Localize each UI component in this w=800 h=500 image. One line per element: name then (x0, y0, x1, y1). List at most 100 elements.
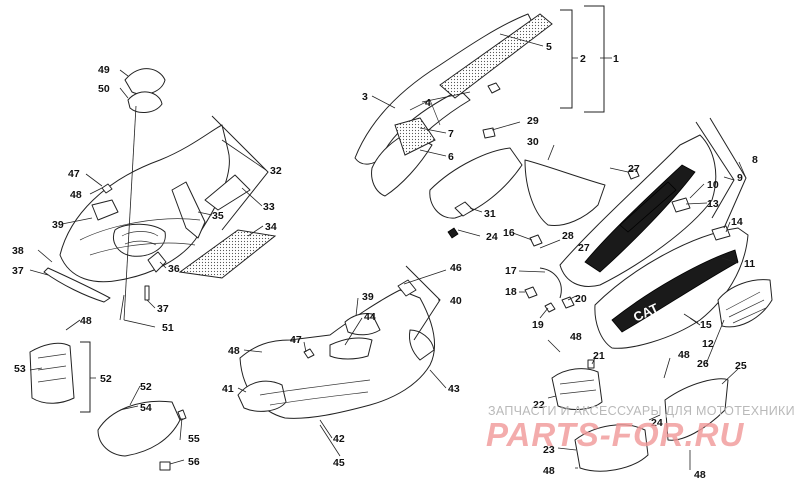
callout-1: 1 (613, 53, 619, 65)
callout-48f: 48 (543, 465, 555, 477)
wiring-17 (539, 267, 562, 299)
decal-12 (611, 249, 739, 333)
callout-48g: 48 (694, 469, 706, 481)
callout-34: 34 (265, 221, 277, 233)
vent-13 (671, 197, 691, 213)
bracket-46 (397, 279, 417, 297)
lower-lip-38 (43, 267, 111, 303)
callout-47b: 47 (290, 334, 302, 346)
callout-52a: 52 (100, 373, 112, 385)
callout-43: 43 (448, 383, 460, 395)
callout-54: 54 (140, 402, 152, 414)
callout-27b: 27 (578, 242, 590, 254)
belly-pan-group (237, 279, 436, 419)
shield-53 (29, 342, 75, 404)
callout-2: 2 (580, 53, 586, 65)
clip-47 (101, 183, 113, 194)
connector-18 (524, 286, 538, 299)
callout-53: 53 (14, 363, 26, 375)
fasteners-group (447, 227, 575, 313)
fastener-37 (144, 285, 150, 301)
callout-15: 15 (700, 319, 712, 331)
fender-41 (237, 380, 287, 412)
watermark-logo: PARTS-FOR.RU (486, 416, 744, 453)
callout-13: 13 (707, 198, 719, 210)
side-panel-group: CAT (559, 134, 773, 349)
clip-4 (487, 82, 501, 94)
callout-21: 21 (593, 350, 605, 362)
callout-44: 44 (364, 311, 376, 323)
side-panel-3 (354, 13, 533, 165)
callout-48d: 48 (570, 331, 582, 343)
watermark: ЗАПЧАСТИ И АКСЕССУАРЫ ДЛЯ МОТОТЕХНИКИ PA… (486, 404, 795, 453)
callout-48c: 48 (228, 345, 240, 357)
rivet-24a (447, 227, 459, 239)
steering-cover-group (43, 68, 277, 303)
callout-42: 42 (333, 433, 345, 445)
lower-left-group (29, 342, 187, 471)
enclosure-group (429, 127, 606, 227)
decal-stripe-10 (619, 181, 677, 233)
clip-16 (529, 234, 543, 247)
callout-11: 11 (744, 258, 755, 270)
callout-48e: 48 (678, 349, 690, 361)
callout-30: 30 (527, 136, 539, 148)
callout-45: 45 (333, 457, 345, 469)
callout-48b: 48 (80, 315, 92, 327)
callout-6: 6 (448, 151, 454, 163)
callout-29: 29 (527, 115, 539, 127)
windshield-strip-5 (439, 13, 553, 99)
callout-7: 7 (448, 128, 454, 140)
guard-25 (664, 378, 729, 441)
leader-lines (29, 33, 747, 470)
callout-14: 14 (731, 216, 743, 228)
callout-37a: 37 (12, 265, 24, 277)
lever-48 (91, 199, 119, 221)
callout-32: 32 (270, 165, 282, 177)
trim-39 (344, 313, 381, 336)
connector-20 (561, 296, 575, 309)
deflector-insert-7 (394, 117, 436, 156)
callout-3: 3 (362, 91, 368, 103)
clip-29 (482, 127, 496, 139)
callout-12: 12 (702, 338, 714, 350)
callout-36: 36 (168, 263, 180, 275)
callout-26: 26 (697, 358, 709, 370)
callout-5: 5 (546, 41, 552, 53)
clip-47b (303, 348, 315, 359)
guard-23 (574, 424, 649, 472)
callout-56: 56 (188, 456, 200, 468)
mount-31 (454, 201, 474, 217)
vent-14 (711, 225, 731, 241)
group-brackets (80, 5, 747, 413)
callout-38: 38 (12, 245, 24, 257)
panel-44 (329, 337, 373, 360)
side-panel-30 (429, 147, 523, 219)
screw-21 (587, 359, 595, 369)
callout-31: 31 (484, 208, 496, 220)
callout-39b: 39 (362, 291, 374, 303)
callout-37b: 37 (157, 303, 169, 315)
callout-18: 18 (505, 286, 517, 298)
callout-55: 55 (188, 433, 200, 445)
callout-labels: 1 2 3 4 5 6 7 8 9 10 11 12 13 14 15 16 1… (12, 41, 758, 481)
callout-41: 41 (222, 383, 234, 395)
center-pod (113, 223, 166, 257)
callout-24b: 24 (486, 231, 498, 243)
heel-plate-22 (551, 368, 603, 410)
callout-17: 17 (505, 265, 517, 277)
callout-33: 33 (263, 201, 275, 213)
gauge-bezel-50 (127, 91, 163, 113)
latch-27 (627, 168, 640, 180)
windshield-group (354, 13, 553, 197)
callout-25: 25 (735, 360, 747, 372)
callout-8: 8 (752, 154, 758, 166)
callout-19: 19 (532, 319, 544, 331)
gauge-bezel-49 (124, 68, 166, 95)
callout-51: 51 (162, 322, 174, 334)
callout-4: 4 (425, 97, 431, 109)
callout-20: 20 (575, 293, 587, 305)
tab-36 (147, 251, 167, 273)
watermark-line: ЗАПЧАСТИ И АКСЕССУАРЫ ДЛЯ МОТОТЕХНИКИ (488, 404, 795, 418)
